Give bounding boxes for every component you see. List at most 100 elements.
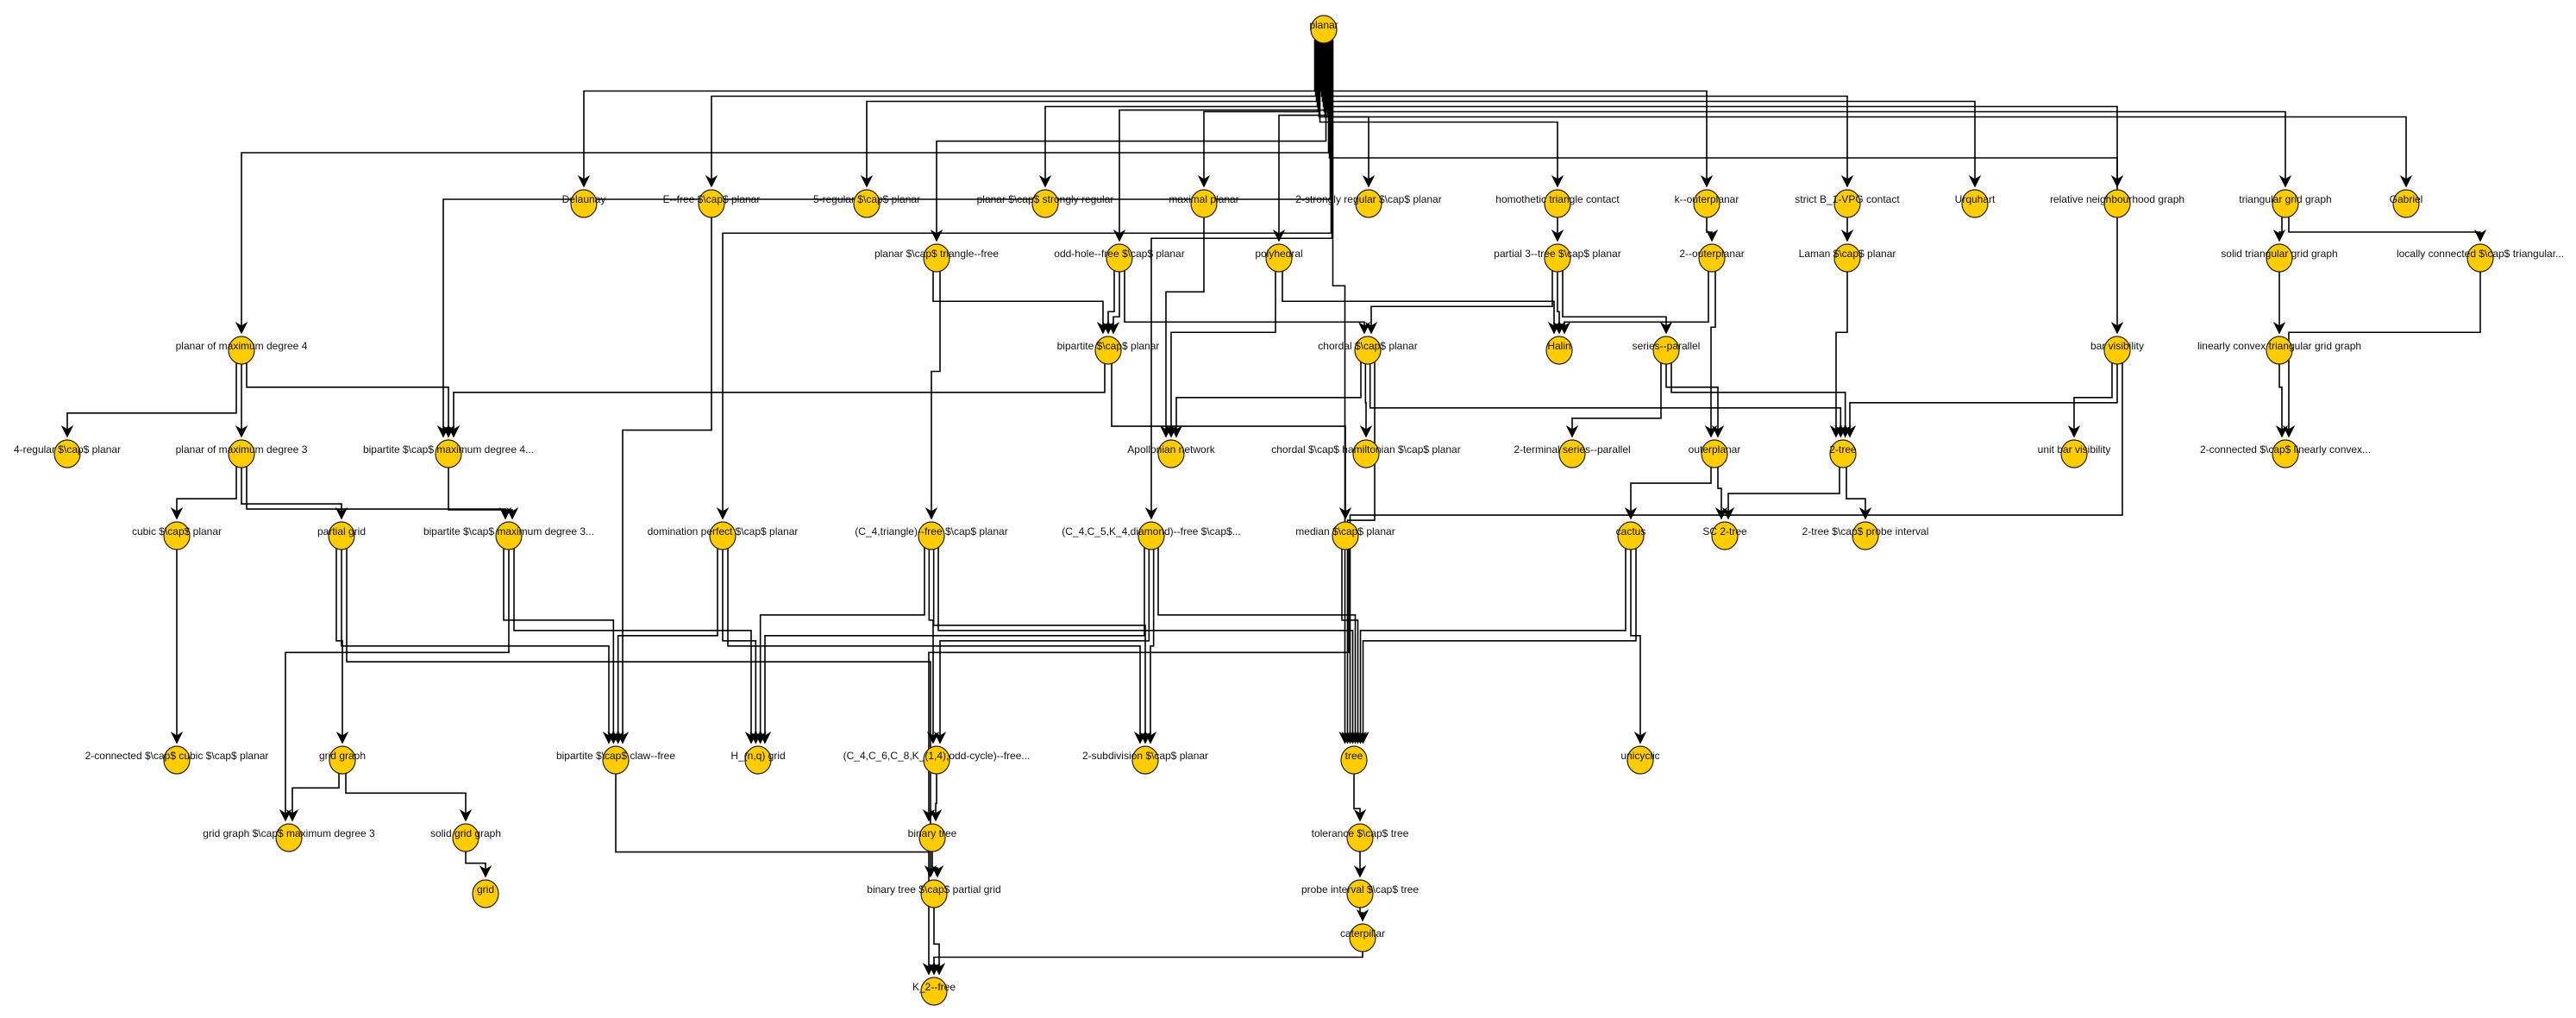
node-circle[interactable] bbox=[1265, 243, 1293, 273]
node-circle[interactable] bbox=[1346, 879, 1374, 908]
node-circle[interactable] bbox=[1138, 521, 1165, 550]
node-chordal[interactable]: chordal $\cap$ planar bbox=[1318, 336, 1418, 365]
node-probeint[interactable]: probe interval $\cap$ tree bbox=[1301, 879, 1419, 908]
node-gabriel[interactable]: Gabriel bbox=[2390, 189, 2423, 218]
node-halin[interactable]: Halin bbox=[1545, 336, 1573, 365]
node-circle[interactable] bbox=[744, 745, 772, 775]
node-b1vpg[interactable]: strict B_1-VPG contact bbox=[1795, 189, 1900, 218]
node-circle[interactable] bbox=[709, 521, 736, 550]
node-circle[interactable] bbox=[602, 745, 630, 775]
node-circle[interactable] bbox=[853, 189, 881, 218]
node-circle[interactable] bbox=[2103, 189, 2131, 218]
node-rng[interactable]: relative neighbourhood graph bbox=[2050, 189, 2184, 218]
node-circle[interactable] bbox=[1961, 189, 1989, 218]
node-k2free[interactable]: K_2--free bbox=[912, 977, 956, 1006]
node-circle[interactable] bbox=[53, 439, 81, 468]
node-partialgrid[interactable]: partial grid bbox=[317, 521, 366, 550]
node-cactus[interactable]: cactus bbox=[1616, 521, 1646, 550]
node-circle[interactable] bbox=[1711, 521, 1739, 550]
node-5reg[interactable]: 5-regular $\cap$ planar bbox=[813, 189, 920, 218]
node-circle[interactable] bbox=[2103, 336, 2131, 365]
node-2strongreg[interactable]: 2-strongly regular $\cap$ planar bbox=[1295, 189, 1442, 218]
node-unitbar[interactable]: unit bar visibility bbox=[2038, 439, 2111, 468]
node-circle[interactable] bbox=[1355, 189, 1382, 218]
node-2terminal[interactable]: 2-terminal series--parallel bbox=[1514, 439, 1631, 468]
node-unicyclic[interactable]: unicyclic bbox=[1620, 745, 1660, 775]
node-circle[interactable] bbox=[1310, 15, 1338, 44]
node-circle[interactable] bbox=[1190, 189, 1218, 218]
node-circle[interactable] bbox=[275, 823, 303, 852]
node-c4c5[interactable]: (C_4,C_5,K_4,diamond)--free $\cap$... bbox=[1062, 521, 1241, 550]
node-c4tri[interactable]: (C_4,triangle)--free $\cap$ planar bbox=[855, 521, 1008, 550]
node-chordham[interactable]: chordal $\cap$ hamiltonian $\cap$ planar bbox=[1271, 439, 1461, 468]
node-gridgraph[interactable]: grid graph bbox=[319, 745, 366, 775]
node-median[interactable]: median $\cap$ planar bbox=[1295, 521, 1395, 550]
node-circle[interactable] bbox=[1852, 521, 1879, 550]
node-hnq[interactable]: H_(n,q) grid bbox=[730, 745, 786, 775]
node-circle[interactable] bbox=[1558, 439, 1586, 468]
node-cubic[interactable]: cubic $\cap$ planar bbox=[132, 521, 222, 550]
node-c4c6[interactable]: (C_4,C_6,C_8,K_(1,4),odd-cycle)--free... bbox=[843, 745, 1031, 775]
node-sc2tree[interactable]: SC 2-tree bbox=[1702, 521, 1747, 550]
node-4reg[interactable]: 4-regular $\cap$ planar bbox=[14, 439, 121, 468]
node-oddhole[interactable]: odd-hole--free $\cap$ planar bbox=[1054, 243, 1185, 273]
node-linconvex[interactable]: linearly convex triangular grid graph bbox=[2197, 336, 2361, 365]
node-circle[interactable] bbox=[1544, 189, 1571, 218]
node-circle[interactable] bbox=[1332, 521, 1359, 550]
node-circle[interactable] bbox=[495, 521, 523, 550]
node-trigrid[interactable]: triangular grid graph bbox=[2239, 189, 2332, 218]
node-2conlin[interactable]: 2-connected $\cap$ linearly convex... bbox=[2200, 439, 2371, 468]
node-delaunay[interactable]: Delaunay bbox=[562, 189, 606, 218]
node-circle[interactable] bbox=[2466, 243, 2494, 273]
node-circle[interactable] bbox=[918, 823, 946, 852]
node-binarytree[interactable]: binary tree bbox=[908, 823, 957, 852]
node-circle[interactable] bbox=[920, 977, 948, 1006]
node-circle[interactable] bbox=[328, 521, 355, 550]
node-circle[interactable] bbox=[1617, 521, 1645, 550]
node-outerplanar[interactable]: outerplanar bbox=[1689, 439, 1741, 468]
node-circle[interactable] bbox=[329, 745, 356, 775]
node-loccon[interactable]: locally connected $\cap$ triangular... bbox=[2397, 243, 2564, 273]
node-btpg[interactable]: binary tree $\cap$ partial grid bbox=[867, 879, 1001, 908]
node-apollonian[interactable]: Apollonian network bbox=[1127, 439, 1216, 468]
node-circle[interactable] bbox=[2266, 243, 2293, 273]
node-circle[interactable] bbox=[1354, 336, 1382, 365]
node-circle[interactable] bbox=[1131, 745, 1159, 775]
node-circle[interactable] bbox=[2392, 189, 2420, 218]
node-grid[interactable]: grid bbox=[472, 879, 499, 908]
node-2tree[interactable]: 2-tree bbox=[1829, 439, 1857, 468]
node-tree[interactable]: tree bbox=[1340, 745, 1368, 775]
node-tolerance[interactable]: tolerance $\cap$ tree bbox=[1312, 823, 1409, 852]
node-circle[interactable] bbox=[163, 745, 191, 775]
node-gridmax3[interactable]: grid graph $\cap$ maximum degree 3 bbox=[203, 823, 375, 852]
node-circle[interactable] bbox=[1157, 439, 1185, 468]
node-barvis[interactable]: bar visibility bbox=[2090, 336, 2144, 365]
node-circle[interactable] bbox=[1106, 243, 1133, 273]
node-circle[interactable] bbox=[1833, 189, 1861, 218]
node-circle[interactable] bbox=[1693, 189, 1720, 218]
node-circle[interactable] bbox=[1701, 439, 1728, 468]
node-circle[interactable] bbox=[2266, 336, 2293, 365]
node-circle[interactable] bbox=[228, 439, 255, 468]
node-circle[interactable] bbox=[1833, 243, 1861, 273]
node-solidtri[interactable]: solid triangular grid graph bbox=[2221, 243, 2338, 273]
node-laman[interactable]: Laman $\cap$ planar bbox=[1799, 243, 1896, 273]
node-circle[interactable] bbox=[2060, 439, 2088, 468]
node-bipclaw[interactable]: bipartite $\cap$ claw--free bbox=[556, 745, 675, 775]
node-domperf[interactable]: domination perfect $\cap$ planar bbox=[648, 521, 799, 550]
node-maximal[interactable]: maximal planar bbox=[1169, 189, 1239, 218]
node-circle[interactable] bbox=[2272, 439, 2299, 468]
node-circle[interactable] bbox=[1031, 189, 1059, 218]
node-circle[interactable] bbox=[1626, 745, 1654, 775]
node-circle[interactable] bbox=[1094, 336, 1122, 365]
node-circle[interactable] bbox=[923, 745, 950, 775]
node-circle[interactable] bbox=[472, 879, 499, 908]
node-polyhedral[interactable]: polyhedral bbox=[1255, 243, 1303, 273]
node-solidgrid[interactable]: solid grid graph bbox=[430, 823, 501, 852]
node-circle[interactable] bbox=[2272, 189, 2299, 218]
node-homothetic[interactable]: homothetic triangle contact bbox=[1495, 189, 1620, 218]
node-circle[interactable] bbox=[1349, 923, 1376, 952]
node-circle[interactable] bbox=[920, 879, 948, 908]
node-circle[interactable] bbox=[163, 521, 191, 550]
node-circle[interactable] bbox=[570, 189, 598, 218]
